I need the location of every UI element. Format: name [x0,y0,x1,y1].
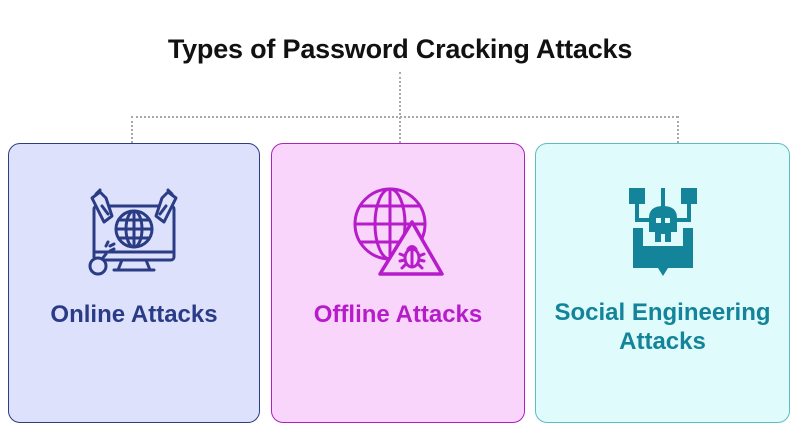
card-label: Offline Attacks [313,301,483,328]
connector-root [399,72,401,143]
card-label: Online Attacks [50,301,218,328]
globe-bug-warning-icon [353,187,444,276]
card-label: Social Engineering Attacks [536,298,789,356]
card-label-line-1: Social Engineering [554,299,771,326]
card-social-engineering-attacks: Social Engineering Attacks [535,143,790,423]
skull-network-shield-icon [628,188,697,276]
card-offline-attacks: Offline Attacks [271,143,525,423]
connector-right [677,116,679,143]
diagram-title: Types of Password Cracking Attacks [167,34,633,64]
connector-left [131,116,133,143]
card-online-attacks: Online Attacks [8,143,260,423]
card-label-line-2: Attacks [619,328,706,355]
monitor-globe-rockets-bomb-icon [88,188,178,276]
connector-horizontal [131,116,678,118]
